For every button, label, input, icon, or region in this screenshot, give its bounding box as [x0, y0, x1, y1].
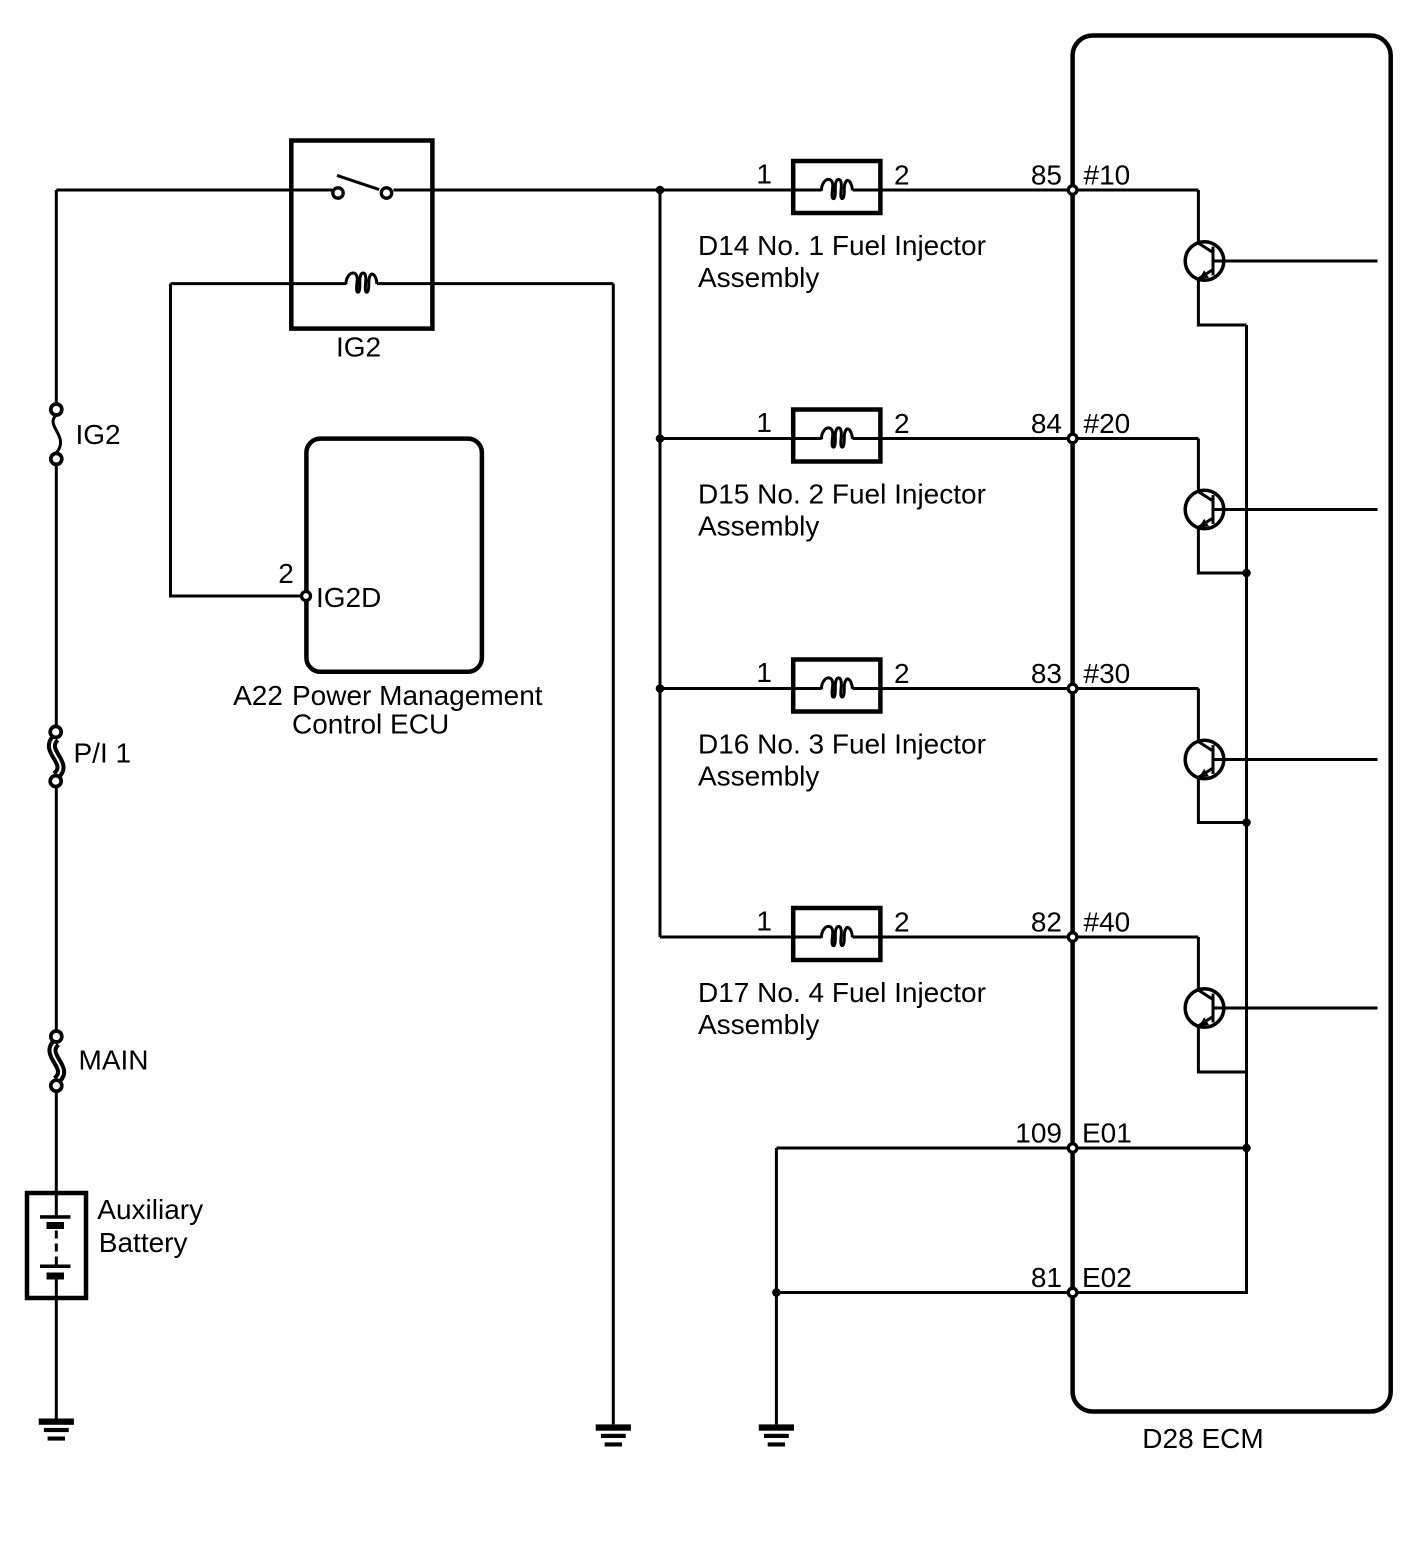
svg-text:85: 85 — [1031, 160, 1062, 191]
svg-text:2: 2 — [894, 907, 910, 938]
svg-text:D15 No. 2 Fuel Injector: D15 No. 2 Fuel Injector — [698, 479, 986, 510]
svg-text:Assembly: Assembly — [698, 511, 819, 542]
svg-text:D17 No. 4 Fuel Injector: D17 No. 4 Fuel Injector — [698, 977, 986, 1008]
svg-text:Assembly: Assembly — [698, 761, 819, 792]
svg-text:2: 2 — [894, 658, 910, 689]
svg-text:81: 81 — [1031, 1262, 1062, 1293]
svg-text:IG2: IG2 — [76, 419, 121, 450]
svg-text:#30: #30 — [1084, 658, 1131, 689]
svg-text:Auxiliary: Auxiliary — [97, 1194, 203, 1225]
svg-text:2: 2 — [894, 160, 910, 191]
svg-text:IG2: IG2 — [336, 331, 381, 362]
svg-text:MAIN: MAIN — [79, 1045, 149, 1076]
svg-text:84: 84 — [1031, 408, 1062, 439]
svg-text:Battery: Battery — [99, 1227, 188, 1258]
svg-text:Assembly: Assembly — [698, 262, 819, 293]
svg-text:2: 2 — [278, 558, 294, 589]
svg-text:Power Management: Power Management — [292, 680, 543, 711]
svg-text:1: 1 — [756, 159, 772, 190]
svg-text:Control ECU: Control ECU — [292, 709, 449, 740]
svg-text:D28 ECM: D28 ECM — [1142, 1423, 1263, 1454]
svg-text:P/I 1: P/I 1 — [74, 738, 132, 769]
svg-text:#40: #40 — [1084, 907, 1131, 938]
svg-text:#20: #20 — [1084, 408, 1131, 439]
svg-text:#10: #10 — [1084, 160, 1131, 191]
svg-text:D14 No. 1 Fuel Injector: D14 No. 1 Fuel Injector — [698, 230, 986, 261]
svg-text:2: 2 — [894, 408, 910, 439]
svg-text:82: 82 — [1031, 907, 1062, 938]
svg-text:109: 109 — [1015, 1117, 1062, 1148]
svg-text:E02: E02 — [1082, 1262, 1132, 1293]
svg-text:Assembly: Assembly — [698, 1009, 819, 1040]
svg-text:1: 1 — [756, 906, 772, 937]
svg-text:1: 1 — [756, 657, 772, 688]
svg-text:D16 No. 3 Fuel Injector: D16 No. 3 Fuel Injector — [698, 729, 986, 760]
svg-text:1: 1 — [756, 407, 772, 438]
svg-text:E01: E01 — [1082, 1117, 1132, 1148]
svg-text:83: 83 — [1031, 658, 1062, 689]
svg-text:A22: A22 — [233, 680, 283, 711]
svg-text:IG2D: IG2D — [316, 582, 381, 613]
